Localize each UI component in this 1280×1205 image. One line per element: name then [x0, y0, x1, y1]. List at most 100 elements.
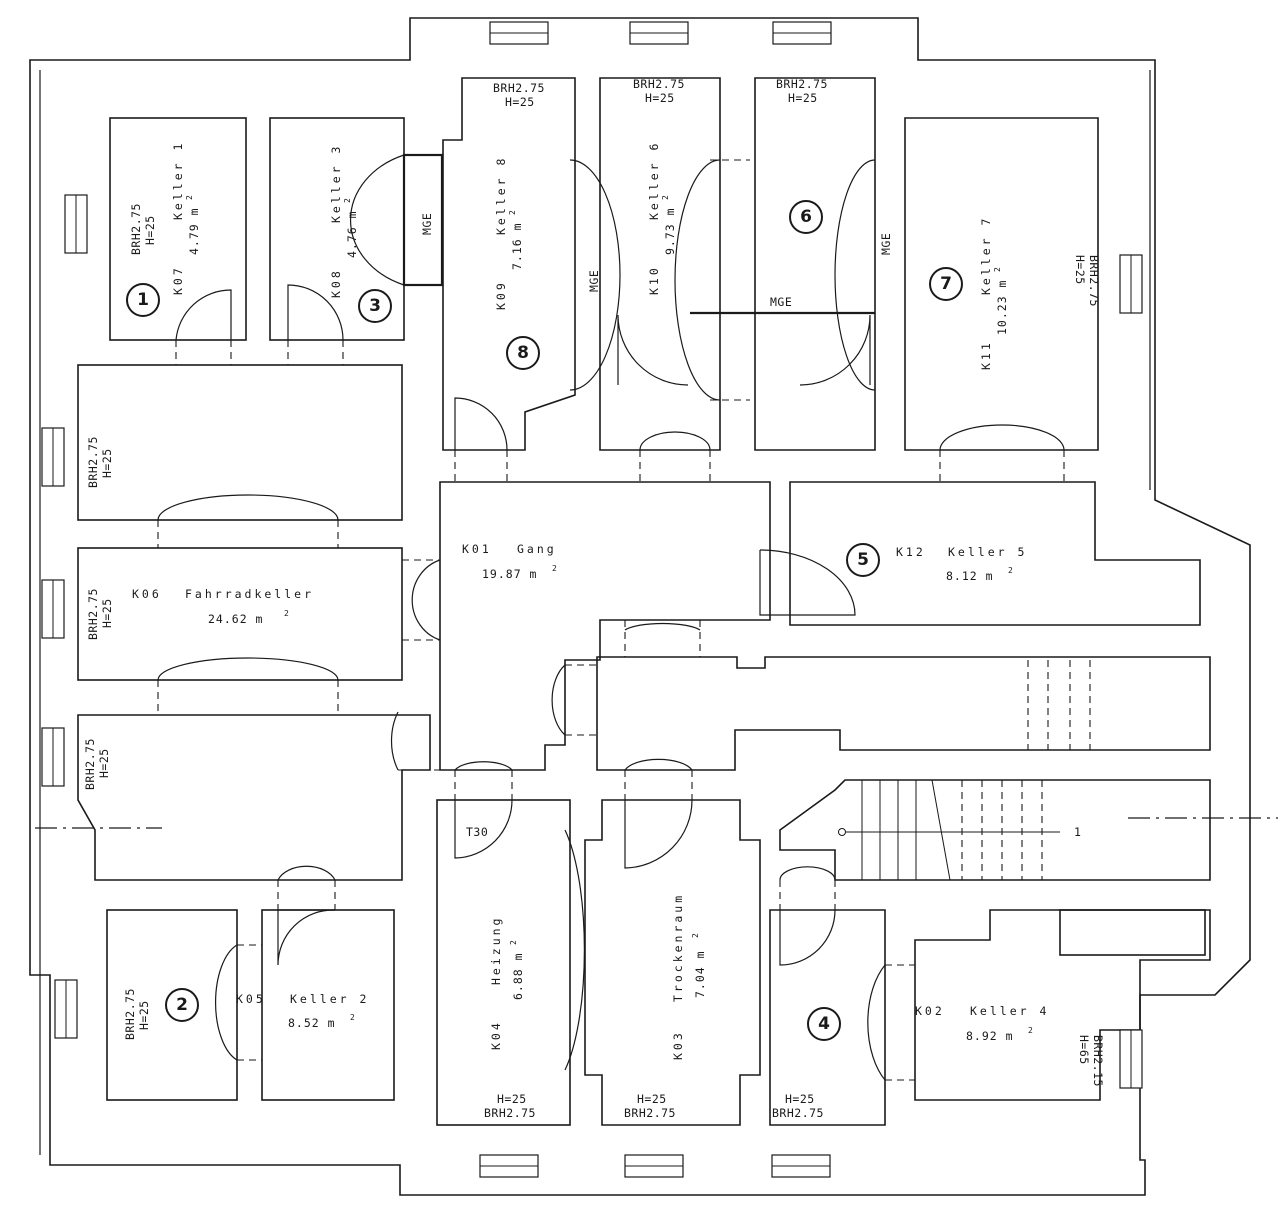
svg-text:5: 5: [857, 550, 869, 570]
room-code: K08: [329, 268, 343, 298]
windows: [41, 21, 1143, 1178]
h-label: H=25: [497, 1092, 527, 1106]
room-name: Keller 3: [329, 144, 343, 223]
room-name: Keller 8: [494, 156, 508, 235]
brh-label: BRH2.75: [776, 77, 828, 91]
svg-text:6: 6: [800, 207, 812, 227]
sill-labels: BRH2.75 H=25 BRH2.75 H=25 BRH2.75 H=25 B…: [83, 77, 1105, 1120]
room-corridor: [596, 656, 1211, 771]
brh-label: BRH2.75: [772, 1106, 824, 1120]
room-number-4: 4: [807, 1007, 841, 1041]
outer-wall-inner: [39, 70, 1151, 1155]
room-name: Trockenraum: [671, 893, 685, 1002]
svg-text:4: 4: [818, 1014, 830, 1034]
room-k05a: [106, 909, 238, 1101]
room-k12: [789, 481, 1201, 626]
svg-text:7: 7: [940, 274, 952, 294]
area-unit-sup: 2: [284, 609, 290, 618]
room-k06: [77, 547, 403, 681]
svg-text:3: 3: [369, 296, 381, 316]
h-label: H=25: [143, 215, 157, 245]
room-k11: [904, 117, 1099, 451]
mge-k08: [402, 153, 444, 287]
area-unit-sup: 2: [552, 564, 558, 573]
stair-mark: 1: [1074, 825, 1081, 839]
room-name: Keller 6: [647, 141, 661, 220]
mge-label: MGE: [420, 213, 434, 235]
room-number-6: 6: [789, 200, 823, 234]
room-code: K03: [671, 1030, 685, 1060]
room-code: K04: [489, 1020, 503, 1050]
room-area: 10.23 m: [995, 280, 1009, 335]
svg-text:2: 2: [176, 995, 188, 1015]
h-label: H=25: [637, 1092, 667, 1106]
room-code: K12: [896, 545, 926, 559]
h-label: H=25: [100, 598, 114, 628]
room-k04: [436, 799, 571, 1126]
room-area: 6.88 m: [511, 952, 525, 1000]
h-label: H=25: [137, 1000, 151, 1030]
room-area: 7.16 m: [510, 222, 524, 270]
room-k02: [914, 909, 1211, 1101]
stair-area: [779, 779, 1211, 881]
area-unit-sup: 2: [508, 209, 517, 215]
brh-label: BRH2.75: [1087, 255, 1101, 307]
room-labels: K07 Keller 1 4.79 m 2 K08 Keller 3 4.76 …: [132, 141, 1049, 1060]
area-unit-sup: 2: [350, 1013, 356, 1022]
room-k02a: [769, 909, 886, 1126]
brh-label: BRH2.75: [83, 738, 97, 790]
room-name: Fahrradkeller: [185, 587, 314, 601]
room-area: 9.73 m: [663, 207, 677, 255]
room-code: K10: [647, 265, 661, 295]
room-k10b: [754, 77, 876, 451]
brh-label: BRH2.75: [633, 77, 685, 91]
brh-label: BRH2.75: [493, 81, 545, 95]
room-area: 8.12 m: [946, 569, 994, 583]
room-area: 8.52 m: [288, 1016, 336, 1030]
svg-text:8: 8: [517, 343, 529, 363]
brh-label: BRH2.75: [624, 1106, 676, 1120]
outer-wall: [29, 17, 1251, 1196]
h-label: H=25: [645, 91, 675, 105]
room-code: K06: [132, 587, 162, 601]
room-name: Keller 4: [970, 1004, 1049, 1018]
room-code: K07: [171, 265, 185, 295]
room-k10: [599, 77, 721, 451]
room-code: K09: [494, 280, 508, 310]
area-unit-sup: 2: [691, 932, 700, 938]
area-unit-sup: 2: [1028, 1026, 1034, 1035]
brh-label: BRH2.75: [86, 436, 100, 488]
area-unit-sup: 2: [509, 939, 518, 945]
side-rect: [1059, 909, 1206, 956]
room-code: K01: [462, 542, 492, 556]
room-k07: [109, 117, 247, 341]
area-unit-sup: 2: [1008, 566, 1014, 575]
room-area: 24.62 m: [208, 612, 263, 626]
room-area: 4.79 m: [187, 207, 201, 255]
room-area: 4.76 m: [345, 210, 359, 258]
room-code: K05: [236, 992, 266, 1006]
room-number-8: 8: [506, 336, 540, 370]
room-k01: [439, 481, 771, 771]
doors: [157, 154, 1065, 1081]
h-label: H=25: [100, 448, 114, 478]
t30-label: T30: [466, 825, 488, 839]
brh-label: BRH2.75: [484, 1106, 536, 1120]
room-name: Keller 2: [290, 992, 369, 1006]
svg-text:1: 1: [137, 290, 149, 310]
room-upper-left: [77, 364, 403, 521]
room-area: 8.92 m: [966, 1029, 1014, 1043]
room-k03: [584, 799, 761, 1126]
h-label: H=25: [788, 91, 818, 105]
room-number-7: 7: [929, 267, 963, 301]
room-area: 7.04 m: [693, 950, 707, 998]
room-k09: [442, 77, 576, 451]
room-name: Keller 1: [171, 141, 185, 220]
room-code: K11: [979, 340, 993, 370]
room-walls: [77, 77, 1211, 1126]
h-label: H=25: [1073, 255, 1087, 285]
mge-label: MGE: [770, 295, 792, 309]
brh-label: BRH2.75: [129, 203, 143, 255]
stairs: 1: [838, 660, 1091, 881]
